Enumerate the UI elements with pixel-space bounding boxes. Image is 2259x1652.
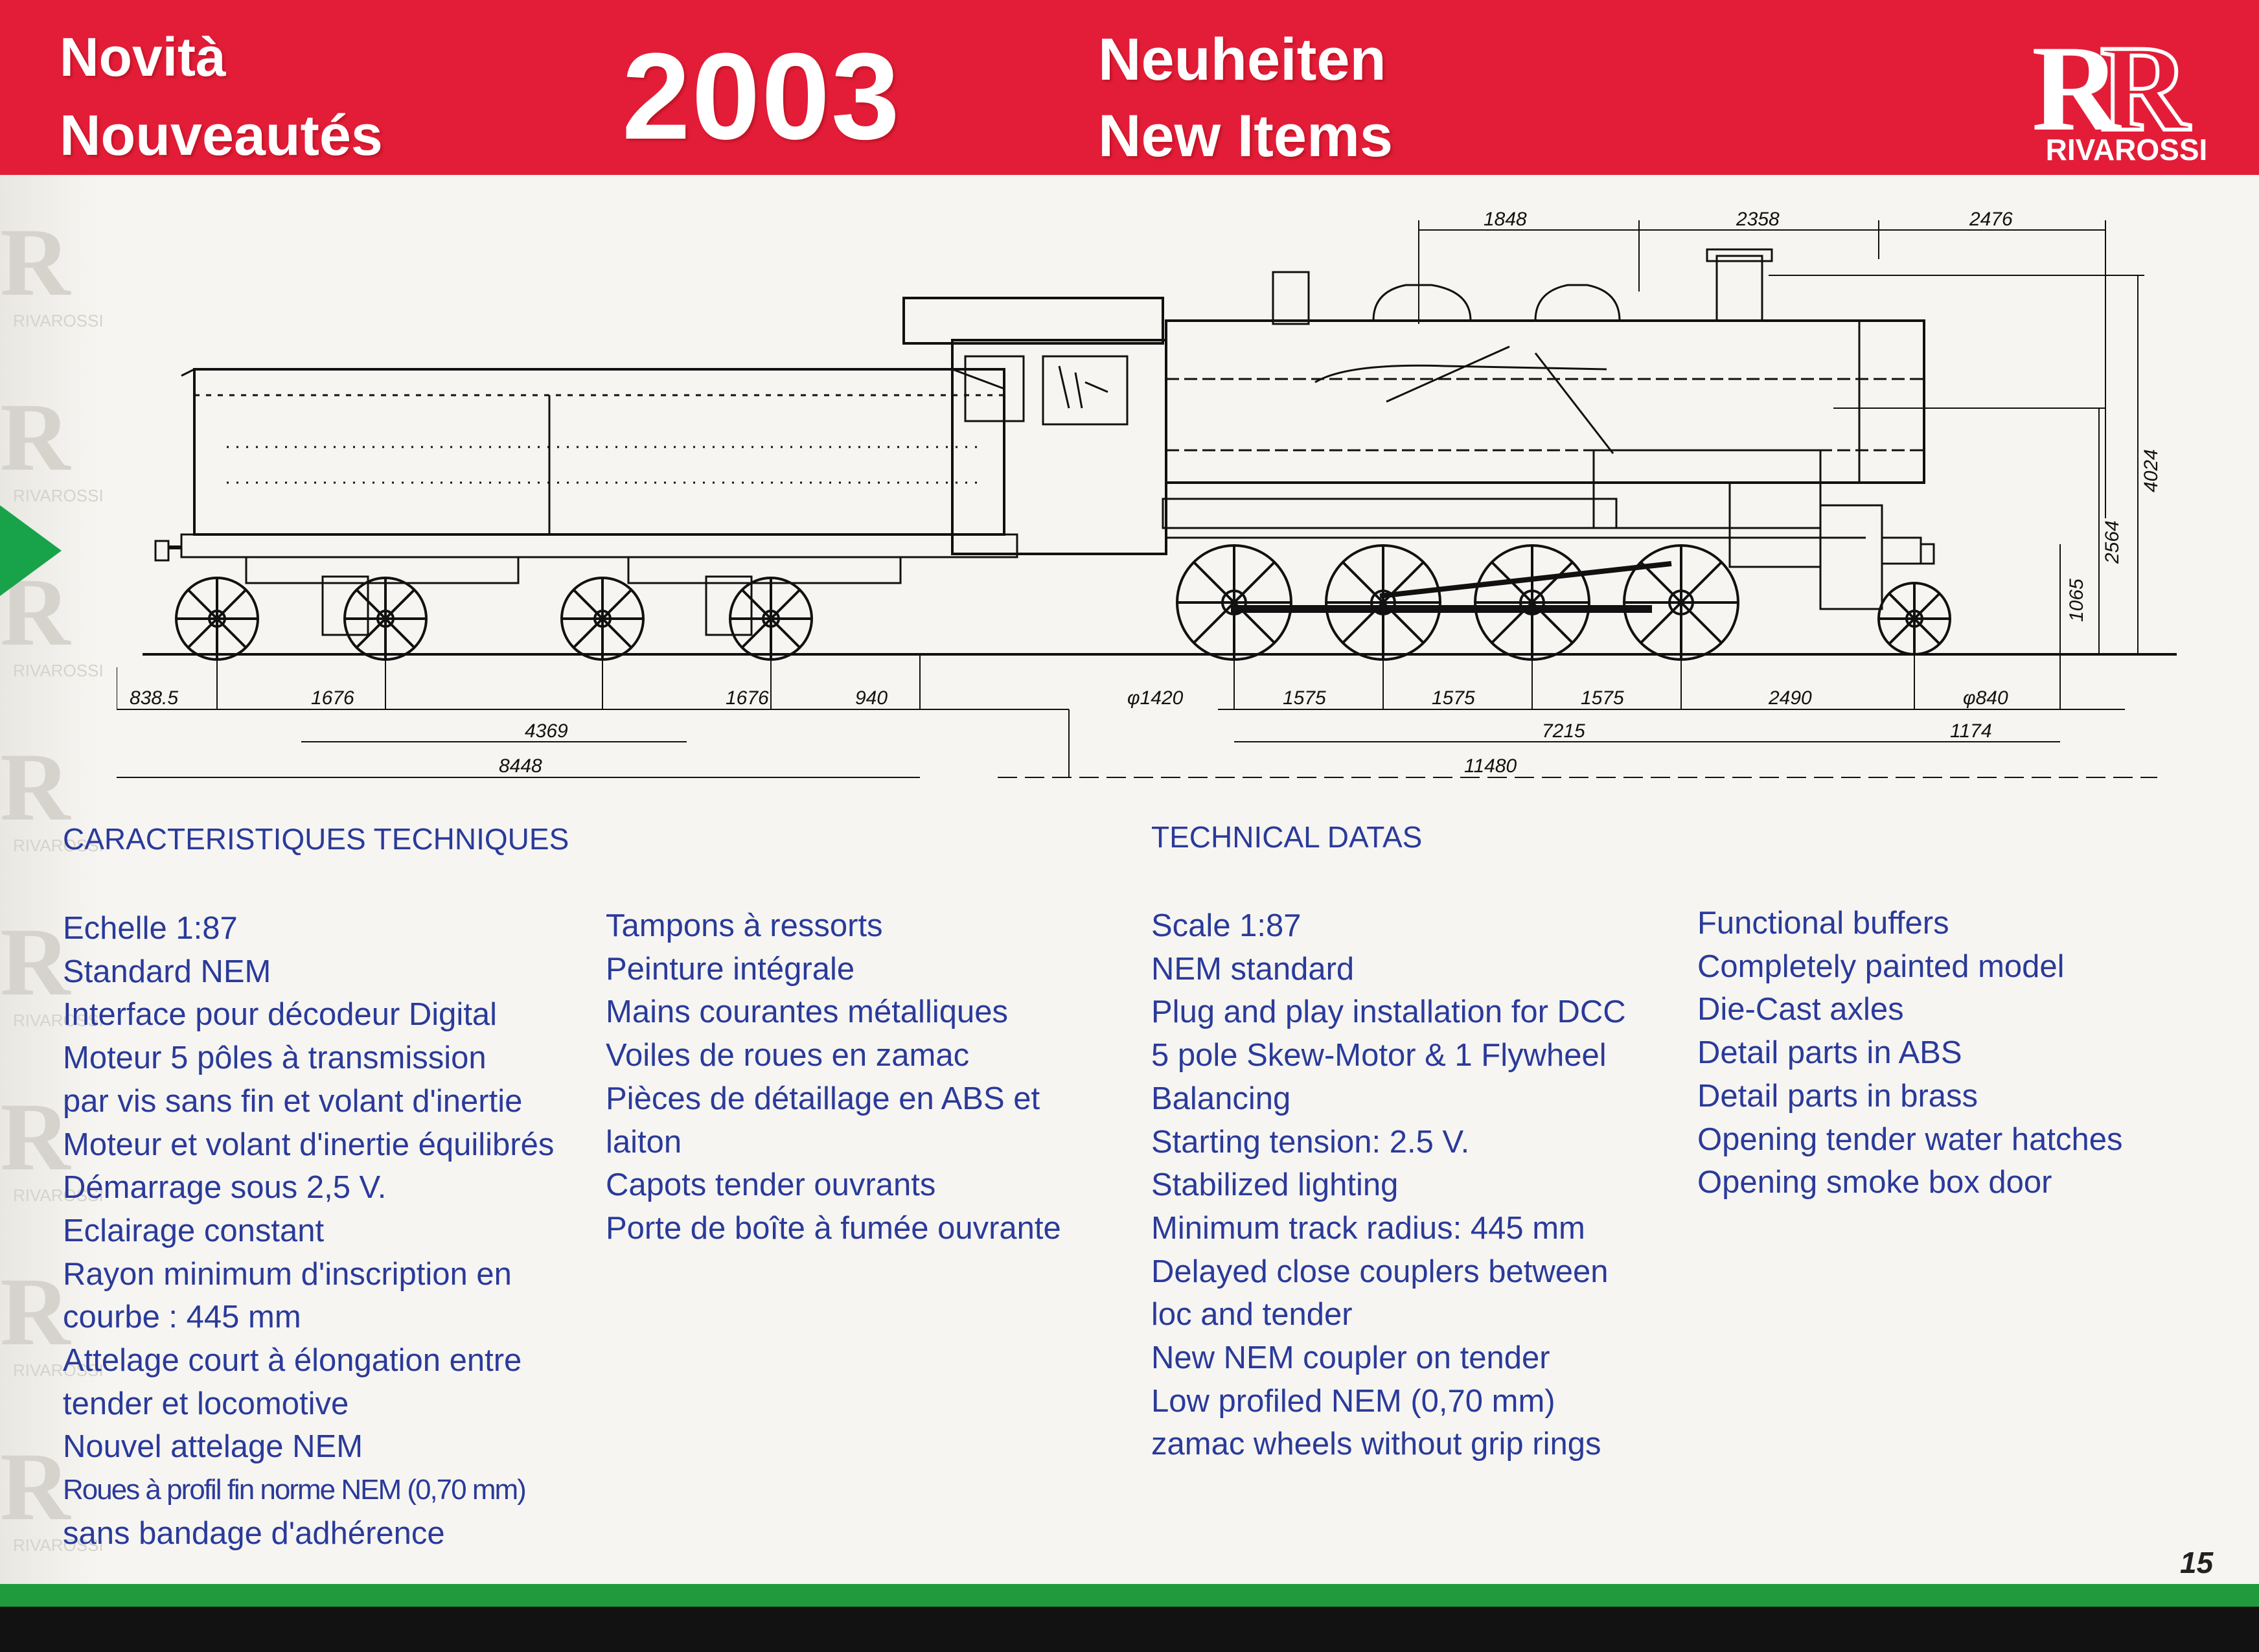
- english-spec-item: 5 pole Skew-Motor & 1 Flywheel: [1151, 1038, 1607, 1073]
- title-year: 2003: [622, 28, 901, 165]
- dim-top-1: 1848: [1484, 209, 1527, 230]
- french-spec-item: Echelle 1:87: [63, 911, 238, 946]
- english-column-2: Functional buffers Completely painted mo…: [1697, 902, 2122, 1204]
- dim-tender-5: 4369: [525, 720, 568, 742]
- dim-tender-3: 1676: [726, 687, 769, 709]
- french-spec-item: Démarrage sous 2,5 V.: [63, 1170, 387, 1206]
- dim-right-1: 4024: [2140, 449, 2162, 492]
- english-spec-item: loc and tender: [1151, 1297, 1353, 1333]
- english-spec-item: Stabilized lighting: [1151, 1167, 1399, 1203]
- french-spec-item: Porte de boîte à fumée ouvrante: [606, 1210, 1061, 1246]
- title-novita: Novità: [60, 27, 226, 87]
- french-spec-item: tender et locomotive: [63, 1386, 349, 1421]
- title-nouveautes: Nouveautés: [60, 103, 383, 167]
- english-spec-item: Scale 1:87: [1151, 908, 1302, 943]
- svg-text:R: R: [2032, 26, 2122, 157]
- english-spec-item: Delayed close couplers between: [1151, 1254, 1609, 1289]
- dim-loco-3: 1575: [1432, 687, 1475, 709]
- french-heading: CARACTERISTIQUES TECHNIQUES: [63, 822, 569, 856]
- dim-right-3: 1065: [2066, 579, 2087, 622]
- english-spec-item: Completely painted model: [1697, 948, 2065, 984]
- french-spec-item: Eclairage constant: [63, 1213, 325, 1248]
- dim-loco-7: 7215: [1542, 720, 1585, 742]
- english-spec-item: Balancing: [1151, 1081, 1291, 1116]
- page-number: 15: [2180, 1546, 2214, 1579]
- french-spec-item: Nouvel attelage NEM: [63, 1429, 363, 1465]
- dim-loco-2: 1575: [1283, 687, 1326, 709]
- french-spec-item: Tampons à ressorts: [606, 908, 883, 943]
- french-spec-item: Mains courantes métalliques: [606, 994, 1008, 1030]
- french-spec-item: Roues à profil fin norme NEM (0,70 mm): [63, 1474, 527, 1506]
- dim-loco-9: 11480: [1464, 755, 1517, 777]
- english-spec-item: Starting tension: 2.5 V.: [1151, 1124, 1470, 1160]
- french-spec-item: Capots tender ouvrants: [606, 1167, 936, 1203]
- footer-black-edge: [0, 1607, 2259, 1652]
- english-spec-item: Opening tender water hatches: [1697, 1121, 2123, 1157]
- french-spec-item: sans bandage d'adhérence: [63, 1515, 445, 1551]
- english-spec-item: Functional buffers: [1697, 906, 1949, 941]
- dim-tender-6: 8448: [499, 755, 542, 777]
- french-spec-item: Rayon minimum d'inscription en: [63, 1256, 512, 1292]
- dim-right-2: 2564: [2102, 520, 2123, 564]
- header-banner: Novità Nouveautés 2003 Neuheiten New Ite…: [0, 0, 2259, 175]
- french-spec-item: par vis sans fin et volant d'inertie: [63, 1083, 523, 1119]
- french-spec-item: Voiles de roues en zamac: [606, 1038, 970, 1073]
- french-spec-item: Moteur 5 pôles à transmission: [63, 1040, 487, 1076]
- english-spec-item: Minimum track radius: 445 mm: [1151, 1210, 1585, 1246]
- title-neuheiten: Neuheiten: [1098, 27, 1386, 93]
- english-spec-item: Opening smoke box door: [1697, 1165, 2052, 1200]
- dim-loco-1: φ1420: [1127, 687, 1184, 709]
- english-spec-item: zamac wheels without grip rings: [1151, 1427, 1601, 1462]
- brand-name: RIVAROSSI: [2045, 133, 2208, 166]
- svg-text:R: R: [2100, 26, 2190, 157]
- french-spec-item: Moteur et volant d'inertie équilibrés: [63, 1127, 555, 1162]
- english-spec-item: Plug and play installation for DCC: [1151, 994, 1626, 1030]
- french-spec-item: Pièces de détaillage en ABS et: [606, 1081, 1040, 1116]
- english-spec-item: New NEM coupler on tender: [1151, 1340, 1550, 1376]
- green-tab-marker: [0, 505, 62, 596]
- english-spec-item: Low profiled NEM (0,70 mm): [1151, 1383, 1555, 1419]
- french-spec-item: courbe : 445 mm: [63, 1300, 301, 1335]
- english-heading: TECHNICAL DATAS: [1151, 820, 1423, 854]
- english-spec-item: Detail parts in brass: [1697, 1078, 1978, 1114]
- french-spec-item: Attelage court à élongation entre: [63, 1343, 522, 1379]
- french-spec-item: Interface pour décodeur Digital: [63, 997, 498, 1033]
- french-spec-item: Standard NEM: [63, 954, 271, 989]
- dim-tender-2: 1676: [311, 687, 354, 709]
- dim-loco-8: 1174: [1950, 720, 1992, 742]
- dim-tender-1: 838.5: [130, 687, 178, 709]
- dim-tender-4: 940: [855, 687, 888, 709]
- french-spec-item: laiton: [606, 1124, 682, 1160]
- dim-top-3: 2476: [1969, 209, 2013, 230]
- dim-loco-5: 2490: [1768, 687, 1812, 709]
- french-column-2: Tampons à ressorts Peinture intégrale Ma…: [606, 904, 1061, 1250]
- english-spec-item: NEM standard: [1151, 951, 1355, 987]
- french-spec-item: Peinture intégrale: [606, 951, 855, 987]
- english-spec-item: Die-Cast axles: [1697, 992, 1904, 1027]
- locomotive-technical-drawing: 1848 2358 2476 4024 2564 1065 838.5 1676…: [117, 209, 2177, 778]
- french-column-1: Echelle 1:87 Standard NEM Interface pour…: [63, 907, 554, 1555]
- footer-green-bar: [0, 1584, 2259, 1607]
- dim-loco-4: 1575: [1581, 687, 1624, 709]
- dim-loco-6: φ840: [1963, 687, 2008, 709]
- dim-top-2: 2358: [1736, 209, 1780, 230]
- rivarossi-logo: R R: [2032, 26, 2192, 159]
- english-spec-item: Detail parts in ABS: [1697, 1035, 1962, 1071]
- english-column-1: Scale 1:87 NEM standard Plug and play in…: [1151, 904, 1626, 1466]
- title-new-items: New Items: [1098, 103, 1393, 169]
